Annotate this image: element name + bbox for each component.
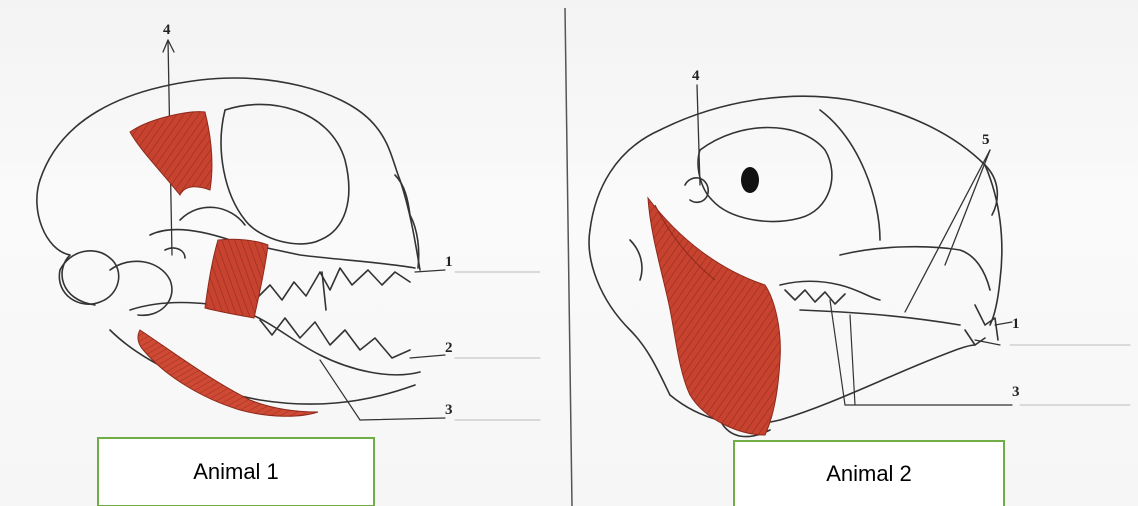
panel-divider xyxy=(565,8,572,506)
occipital-2 xyxy=(630,240,642,280)
animal-1-skull xyxy=(37,40,540,420)
label-1-3: 3 xyxy=(445,402,453,418)
snout-outline xyxy=(395,175,419,268)
palate-line xyxy=(150,230,415,268)
animal-2-caption: Animal 2 xyxy=(733,440,1005,506)
leader-2-5b xyxy=(905,150,990,312)
animal-1-caption: Animal 1 xyxy=(97,437,375,506)
snout-2 xyxy=(985,165,1002,325)
nasal-line-2 xyxy=(840,247,990,290)
leader-3b xyxy=(360,418,445,420)
orbit-2 xyxy=(698,128,832,222)
label-2-1: 1 xyxy=(1012,316,1020,332)
temporalis-muscle-1 xyxy=(130,112,212,195)
label-2-4: 4 xyxy=(692,68,700,84)
masseter-muscle-2 xyxy=(648,198,780,435)
upper-teeth xyxy=(255,268,410,300)
leader-2-3a xyxy=(830,300,845,405)
leader-2-3b xyxy=(850,315,855,405)
lower-teeth xyxy=(260,318,410,358)
masseter-muscle-1 xyxy=(205,239,268,318)
incisors-lower-2 xyxy=(965,330,985,345)
skull-back-outline xyxy=(37,180,95,305)
label-2-5: 5 xyxy=(982,132,990,148)
eye-dot-2 xyxy=(741,167,759,193)
leader-2-1 xyxy=(995,322,1012,325)
mandible-top-2 xyxy=(800,310,960,325)
tympanic-bulla xyxy=(59,251,118,304)
label-2-3: 3 xyxy=(1012,384,1020,400)
label-1-4: 4 xyxy=(163,22,171,38)
leader-2-5a xyxy=(945,150,990,265)
leader-2 xyxy=(410,355,445,358)
label-1-2: 2 xyxy=(445,340,453,356)
brow-line-2 xyxy=(820,110,880,240)
jaw-joint xyxy=(165,248,185,258)
label-1-1: 1 xyxy=(445,254,453,270)
zygomatic-arch xyxy=(180,207,245,225)
orbit-outline xyxy=(221,104,349,243)
molars-2 xyxy=(785,290,845,304)
